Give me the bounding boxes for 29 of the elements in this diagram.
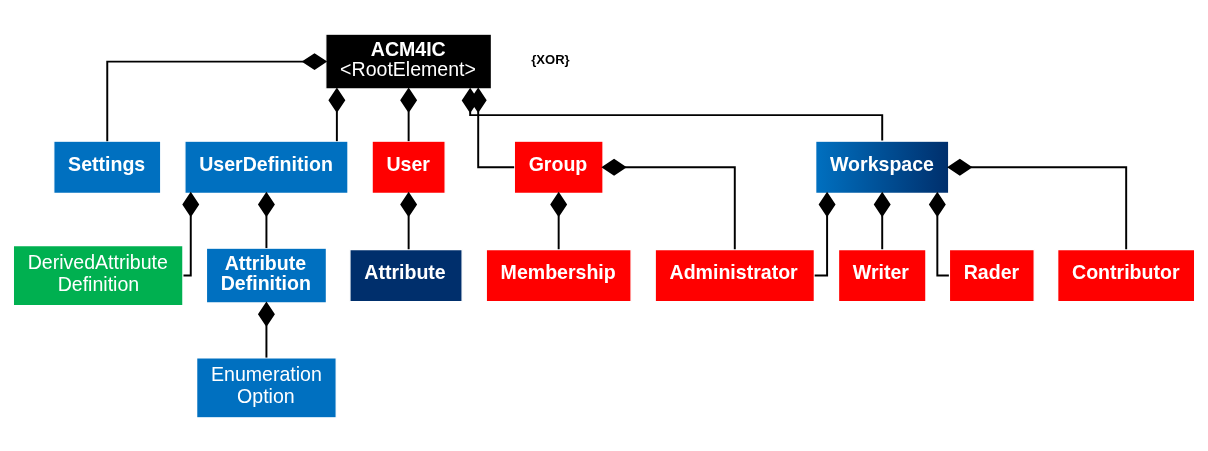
node-box: UserDefinition xyxy=(184,140,349,194)
node-box: Settings xyxy=(53,140,162,194)
label: {XOR} xyxy=(531,51,570,67)
connector xyxy=(400,191,418,250)
connector xyxy=(947,158,1128,250)
node-box: Administrator xyxy=(654,248,815,302)
connector xyxy=(182,191,200,277)
node-box: ACM4IC <RootElement> xyxy=(325,33,493,90)
connector xyxy=(550,191,568,250)
node-box: Writer xyxy=(837,248,927,302)
connector xyxy=(257,301,275,359)
node-box: Group xyxy=(513,140,604,194)
connector xyxy=(601,158,736,250)
node-box: DerivedAttribute Definition xyxy=(12,244,184,306)
connector xyxy=(813,191,836,277)
node-box: Enumeration Option xyxy=(196,356,337,418)
node-box: Contributor xyxy=(1057,248,1196,302)
node-box: Rader xyxy=(948,248,1035,302)
connector xyxy=(257,191,275,249)
connector xyxy=(328,87,346,142)
node-box: Attribute xyxy=(349,248,463,302)
node-box: Membership xyxy=(485,248,632,302)
connector xyxy=(873,191,891,250)
connector xyxy=(400,87,418,142)
node-box: Workspace xyxy=(815,140,950,194)
node-box: Attribute Definition xyxy=(205,247,328,304)
connector xyxy=(928,191,950,277)
node-box: User xyxy=(371,140,446,194)
connector xyxy=(106,52,328,142)
